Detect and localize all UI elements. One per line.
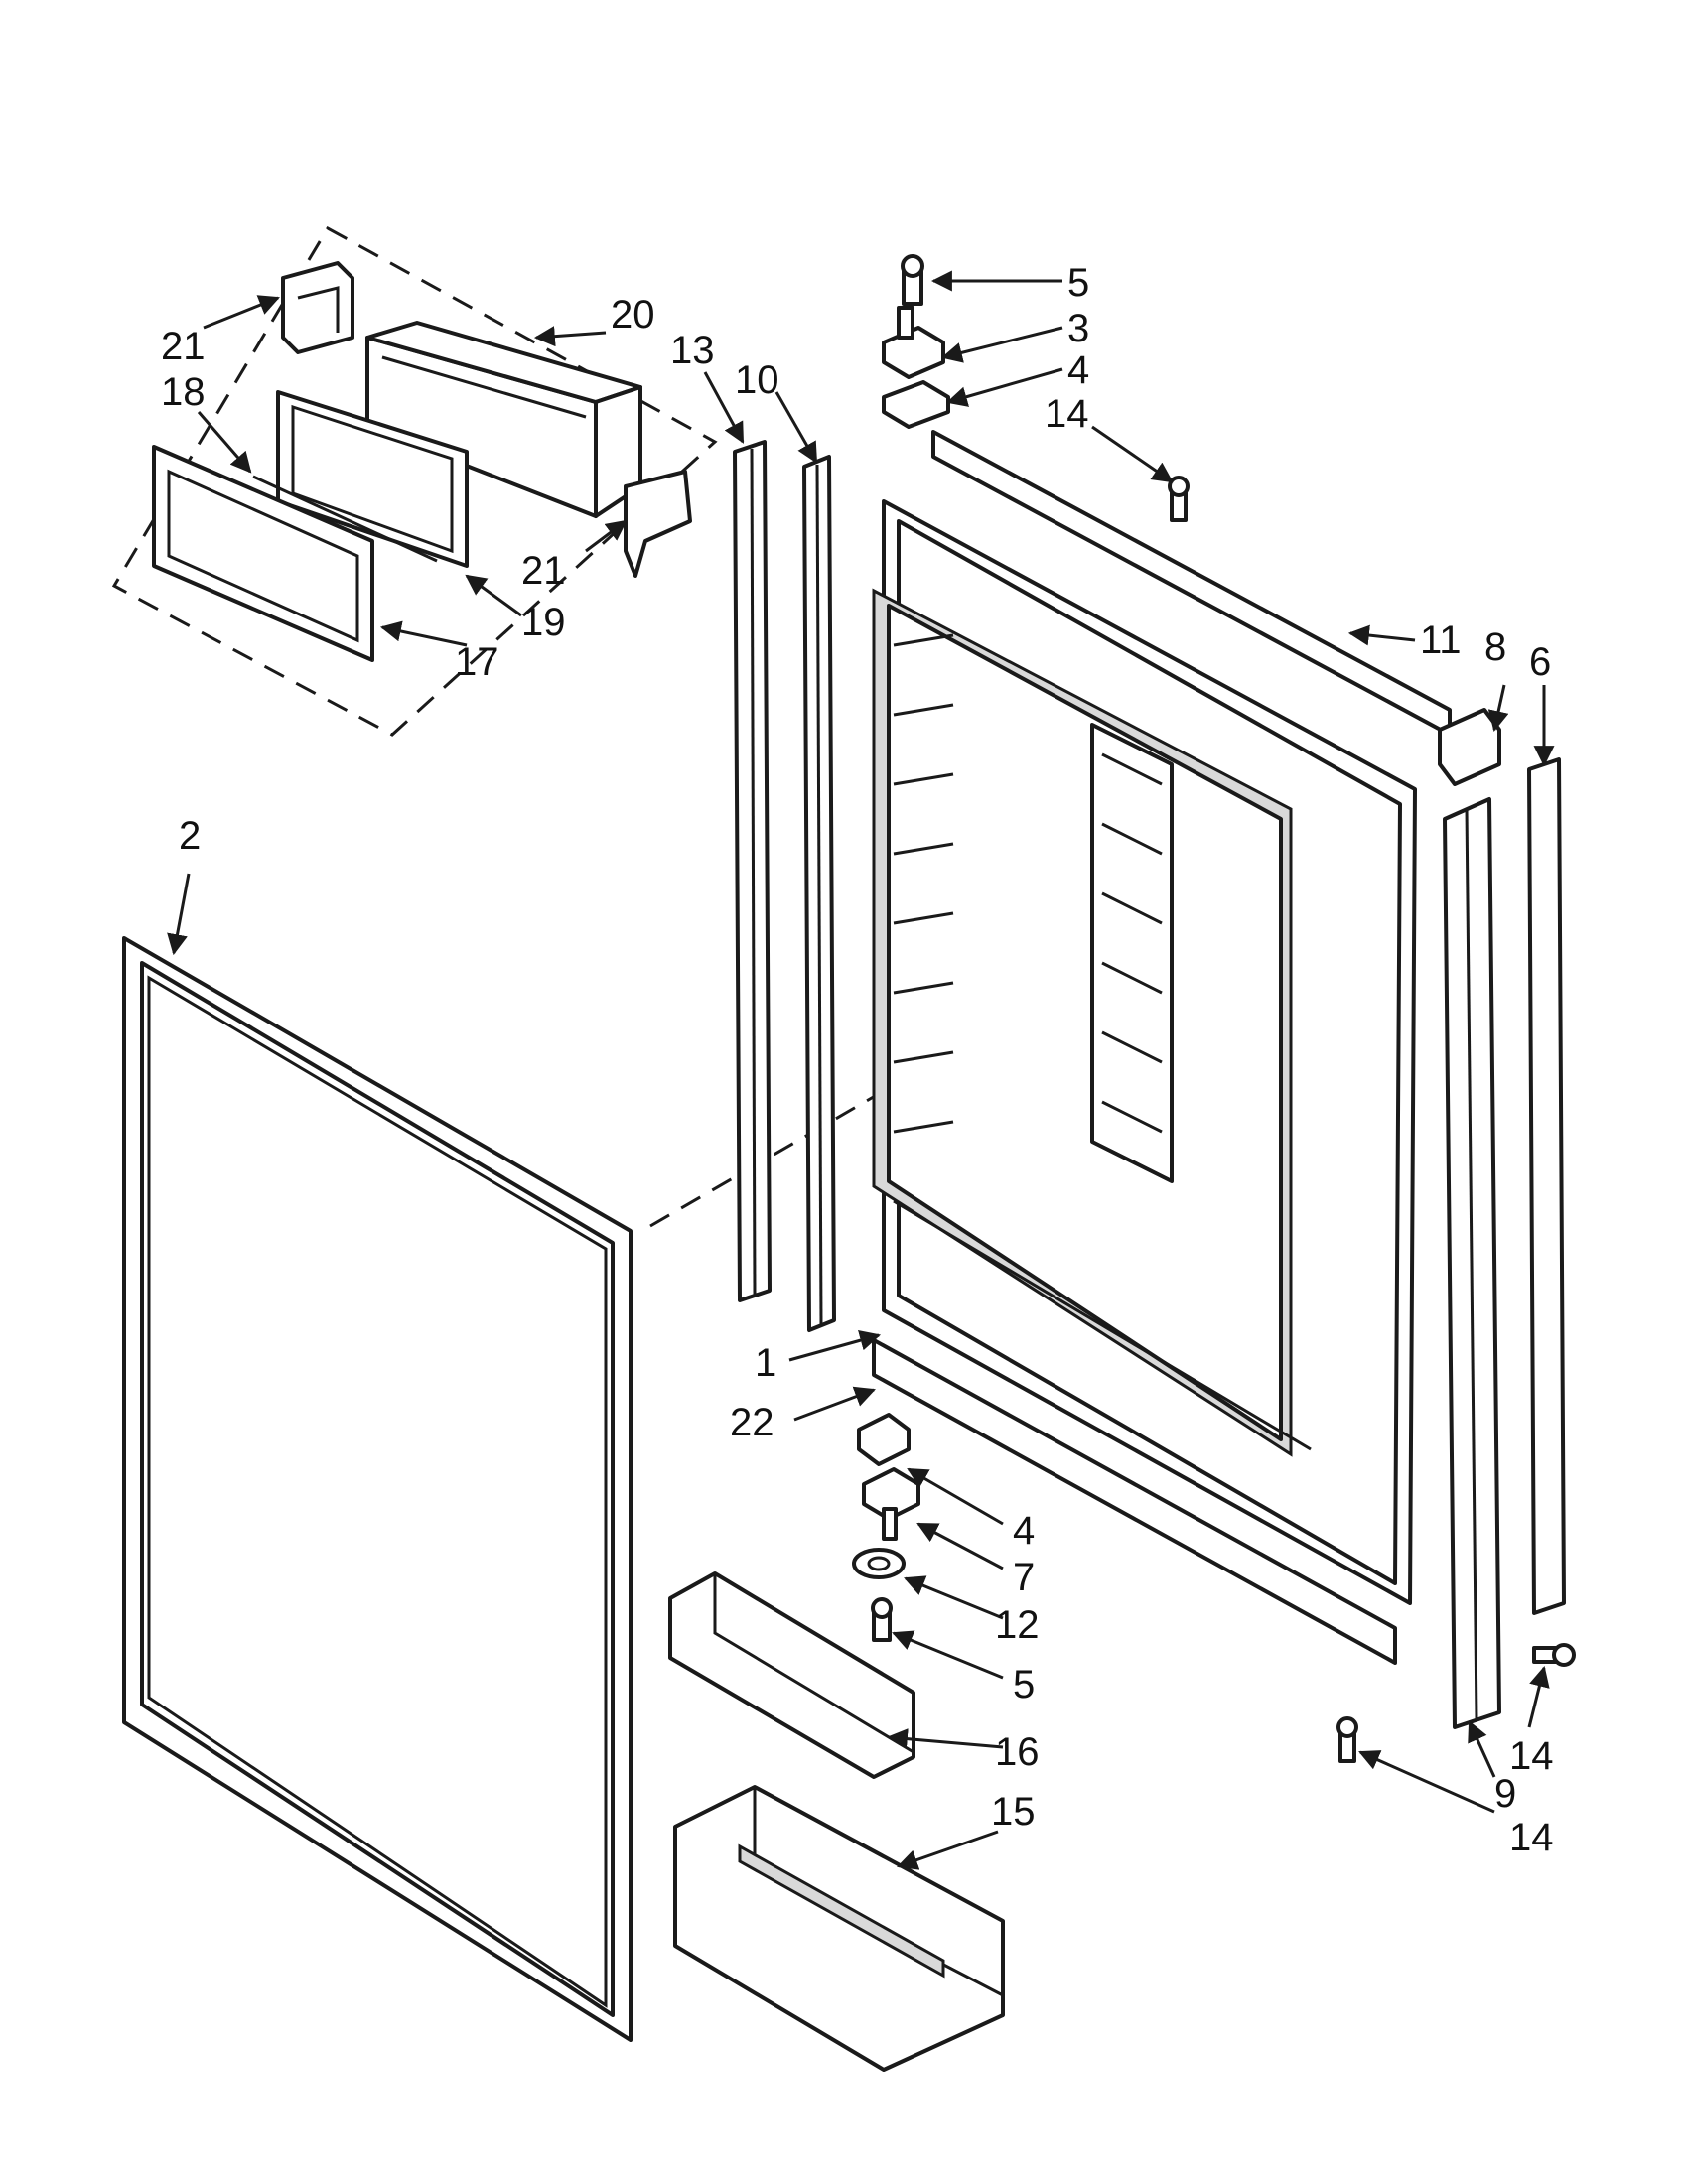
callout-21-upper: 21 (161, 325, 206, 368)
part-crisper-front (152, 445, 374, 662)
part-right-trim-strip (1527, 757, 1566, 1615)
part-bottom-hinge-screw (871, 1597, 893, 1642)
callout-11: 11 (1420, 618, 1462, 662)
part-top-hinge-plate (882, 380, 950, 429)
callout-19: 19 (521, 601, 566, 644)
part-top-hinge (882, 306, 945, 379)
callout-13: 13 (670, 329, 715, 372)
part-screw-14-top (1168, 476, 1190, 522)
part-door-gasket (122, 936, 633, 2042)
part-bottom-hinge (862, 1467, 920, 1541)
part-glass-frame (276, 390, 469, 568)
part-screw-14-bottom (1336, 1716, 1358, 1763)
part-trim-strip-10 (802, 455, 836, 1332)
part-door-panel (872, 499, 1417, 1605)
callout-10: 10 (735, 358, 779, 402)
part-washer (852, 1548, 906, 1579)
part-top-hinge-screw (901, 254, 924, 306)
part-door-bin-small (668, 1571, 915, 1779)
callout-4-bottom: 4 (1013, 1509, 1035, 1553)
callout-17: 17 (455, 640, 499, 684)
callout-22: 22 (730, 1401, 774, 1444)
callout-3: 3 (1067, 307, 1089, 350)
callout-1: 1 (755, 1341, 776, 1385)
callout-14-bottom: 14 (1509, 1816, 1554, 1859)
part-bottom-trim (872, 1338, 1397, 1665)
part-hinge-side-trim (1443, 797, 1501, 1729)
part-end-cap-lower (624, 470, 692, 578)
callout-6: 6 (1529, 640, 1551, 684)
callout-18: 18 (161, 370, 206, 414)
part-gasket-strip (252, 475, 438, 563)
callout-8: 8 (1484, 625, 1506, 669)
part-screw-14-side (1532, 1643, 1576, 1667)
callout-5-bottom: 5 (1013, 1663, 1035, 1706)
part-bottom-hinge-plate (857, 1413, 911, 1466)
part-hinge-block (1438, 708, 1501, 786)
part-trim-strip-13 (733, 440, 772, 1302)
callout-5-top: 5 (1067, 261, 1089, 305)
callout-20: 20 (611, 293, 655, 337)
callout-14-side: 14 (1509, 1734, 1554, 1778)
callout-15: 15 (991, 1790, 1036, 1834)
leader-lines (167, 270, 1555, 1870)
callout-16: 16 (995, 1730, 1040, 1774)
callout-9: 9 (1494, 1772, 1516, 1816)
callout-21-lower: 21 (521, 549, 566, 593)
callout-2: 2 (179, 814, 201, 858)
callout-7: 7 (1013, 1556, 1035, 1599)
part-crisper-pan (365, 321, 642, 518)
callout-12: 12 (995, 1603, 1040, 1647)
part-end-cap-upper (281, 261, 354, 354)
part-door-bin-large (673, 1785, 1005, 2072)
callout-4-top: 4 (1067, 348, 1089, 392)
callout-14-top: 14 (1045, 392, 1089, 436)
